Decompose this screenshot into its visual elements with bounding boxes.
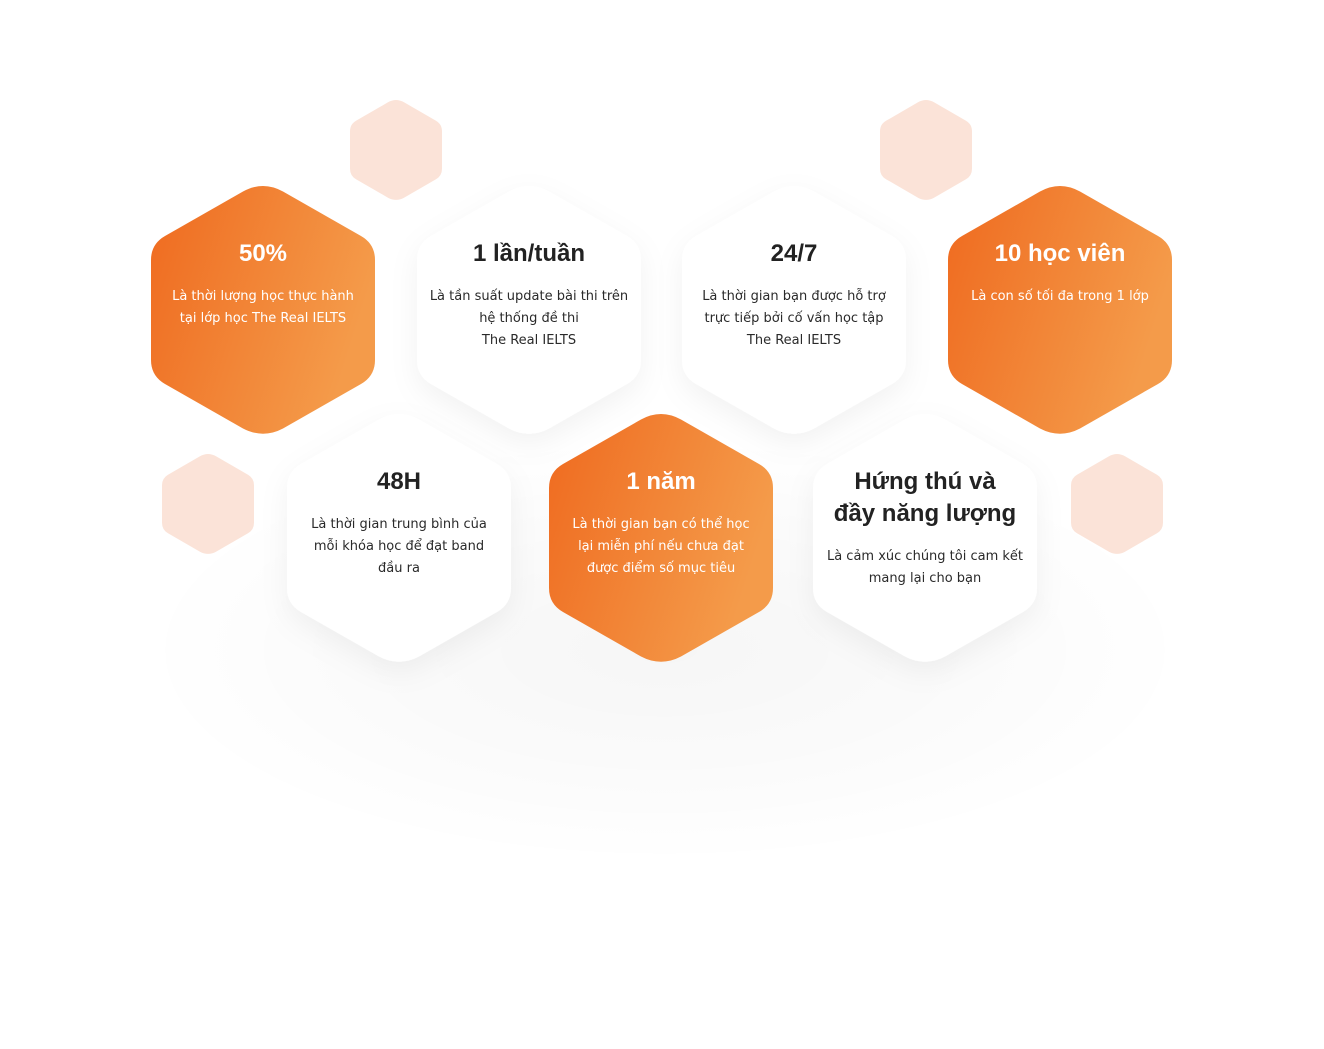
stat-description-line: tại lớp học The Real IELTS [179, 311, 347, 326]
stat-card-excitement: Hứng thú và đầy năng lượng Là cảm xúc ch… [811, 412, 1039, 664]
stat-description-line: mỗi khóa học để đạt band [313, 539, 485, 554]
stat-card-content: 1 năm Là thời gian bạn có thể học lại mi… [561, 466, 761, 580]
stat-description-line: Là con số tối đa trong 1 lớp [971, 289, 1149, 304]
stat-card-class-size: 10 học viên Là con số tối đa trong 1 lớp [946, 184, 1174, 436]
stat-description-line: The Real IELTS [746, 333, 842, 348]
stat-card-support-hours: 24/7 Là thời gian bạn được hỗ trợ trực t… [680, 184, 908, 436]
decorative-hexagon-top-left [348, 97, 444, 203]
stat-card-content: 48H Là thời gian trung bình của mỗi khóa… [299, 466, 499, 580]
stat-description: Là thời lượng học thực hành tại lớp học … [163, 286, 363, 330]
stat-card-update-frequency: 1 lần/tuần Là tần suất update bài thi tr… [415, 184, 643, 436]
stat-card-content: 50% Là thời lượng học thực hành tại lớp … [163, 238, 363, 330]
stat-value-line: Hứng thú và [854, 468, 996, 495]
stat-description: Là thời gian bạn được hỗ trợ trực tiếp b… [694, 286, 894, 352]
stat-description: Là thời gian bạn có thể học lại miễn phí… [561, 514, 761, 580]
stat-description-line: The Real IELTS [481, 333, 577, 348]
stat-description-line: lại miễn phí nếu chưa đạt [578, 539, 744, 554]
decorative-hexagon-bottom-right [1069, 451, 1165, 557]
stat-description-line: Là thời gian bạn được hỗ trợ [702, 289, 886, 304]
stat-card-course-duration: 48H Là thời gian trung bình của mỗi khóa… [285, 412, 513, 664]
stat-description-line: Là thời gian bạn có thể học [572, 517, 750, 532]
stat-description-line: mang lại cho bạn [868, 571, 982, 586]
stat-description: Là cảm xúc chúng tôi cam kết mang lại ch… [825, 546, 1025, 590]
stat-value: Hứng thú và đầy năng lượng [825, 466, 1025, 530]
stat-card-free-retake: 1 năm Là thời gian bạn có thể học lại mi… [547, 412, 775, 664]
stat-description-line: trực tiếp bởi cố vấn học tập [704, 311, 884, 326]
stat-value: 48H [376, 468, 422, 495]
stat-description-line: được điểm số mục tiêu [586, 561, 736, 576]
stat-value: 50% [238, 240, 288, 267]
stat-card-content: 10 học viên Là con số tối đa trong 1 lớp [960, 238, 1160, 308]
decorative-hexagon-top-right [878, 97, 974, 203]
stat-description-line: Là cảm xúc chúng tôi cam kết [826, 549, 1024, 564]
stat-value-line: đầy năng lượng [833, 500, 1017, 527]
stat-description: Là thời gian trung bình của mỗi khóa học… [299, 514, 499, 580]
stat-value: 10 học viên [994, 240, 1126, 267]
stat-description-line: hệ thống đề thi [479, 311, 579, 326]
decorative-hexagon-bottom-left [160, 451, 256, 557]
stat-value: 1 lần/tuần [472, 240, 586, 267]
stat-description-line: Là thời gian trung bình của [311, 517, 487, 532]
stat-description-line: Là thời lượng học thực hành [172, 289, 354, 304]
stat-value: 24/7 [770, 240, 818, 267]
stat-card-practice-time: 50% Là thời lượng học thực hành tại lớp … [149, 184, 377, 436]
stat-description: Là con số tối đa trong 1 lớp [960, 286, 1160, 308]
stat-description-line: đầu ra [378, 561, 420, 576]
stat-description-line: Là tần suất update bài thi trên [429, 289, 629, 304]
stat-value: 1 năm [626, 468, 696, 495]
stat-card-content: 24/7 Là thời gian bạn được hỗ trợ trực t… [694, 238, 894, 352]
stat-card-content: 1 lần/tuần Là tần suất update bài thi tr… [429, 238, 629, 352]
stat-description: Là tần suất update bài thi trên hệ thống… [429, 286, 629, 352]
stat-card-content: Hứng thú và đầy năng lượng Là cảm xúc ch… [825, 466, 1025, 590]
